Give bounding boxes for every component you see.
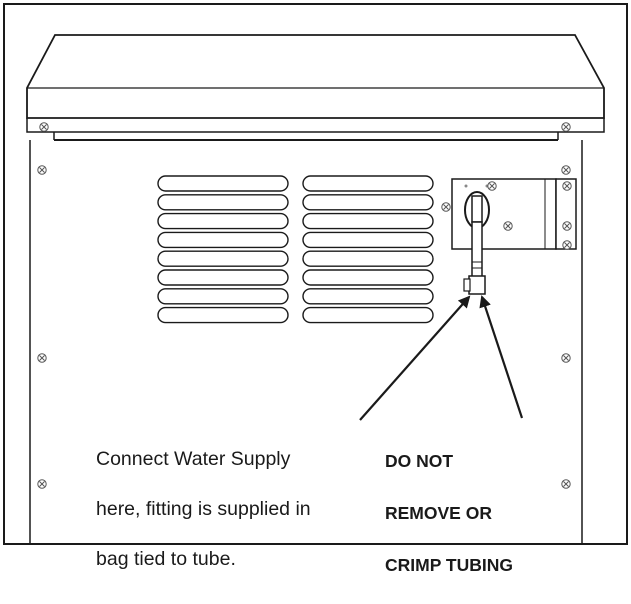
screw-icon <box>561 479 571 489</box>
vent-slot <box>302 194 434 211</box>
warning-arrow-icon <box>479 295 524 419</box>
warning-line-2: REMOVE OR <box>385 503 492 523</box>
tube-fitting <box>468 275 486 295</box>
connect-note-line-3: bag tied to tube. <box>96 548 236 570</box>
screw-icon <box>503 221 513 231</box>
vent-slot <box>157 250 289 267</box>
vent-slot <box>157 231 289 249</box>
diagram-frame <box>3 3 628 545</box>
screw-icon <box>37 165 47 175</box>
inlet-fitting-neck <box>471 195 483 223</box>
cabinet-top-lid <box>26 34 605 119</box>
connect-note-line-1: Connect Water Supply <box>96 448 291 470</box>
plate-dot-1 <box>464 184 468 188</box>
vent-slot <box>302 175 434 192</box>
vent-slot <box>157 306 289 324</box>
tube-fitting-side <box>463 278 471 292</box>
screw-icon <box>561 122 571 132</box>
screw-icon <box>561 353 571 363</box>
warning-line-3: CRIMP TUBING <box>385 555 514 575</box>
connect-note-line-2: here, fitting is supplied in <box>96 498 311 520</box>
vent-slot <box>302 288 434 305</box>
vent-slots <box>157 175 434 324</box>
vent-slot <box>157 212 289 230</box>
vent-slot <box>157 175 289 192</box>
vent-slot <box>302 250 434 267</box>
screw-icon <box>562 240 572 250</box>
screw-icon <box>487 181 497 191</box>
screws <box>37 122 572 489</box>
connect-water-supply-note: Connect Water Supply here, fitting is su… <box>96 422 311 597</box>
rear-panel-drawing <box>3 3 628 545</box>
screw-icon <box>562 221 572 231</box>
vent-slot <box>157 269 289 286</box>
connect-arrow-icon <box>359 295 471 421</box>
screw-icon <box>37 353 47 363</box>
screw-icon <box>39 122 49 132</box>
machine-rear-diagram: Connect Water Supply here, fitting is su… <box>3 3 628 575</box>
screw-icon <box>441 202 451 212</box>
screw-icon <box>37 479 47 489</box>
vent-slot <box>302 212 434 230</box>
vent-slot <box>157 288 289 305</box>
screw-icon <box>561 165 571 175</box>
vent-slot <box>157 194 289 211</box>
lid-lip <box>26 118 605 133</box>
warning-line-1: DO NOT <box>385 451 454 471</box>
vent-slot <box>302 269 434 286</box>
screw-icon <box>562 181 572 191</box>
do-not-remove-warning: DO NOT REMOVE OR CRIMP TUBING <box>385 422 513 604</box>
vent-slot <box>302 306 434 324</box>
vent-slot <box>302 231 434 249</box>
